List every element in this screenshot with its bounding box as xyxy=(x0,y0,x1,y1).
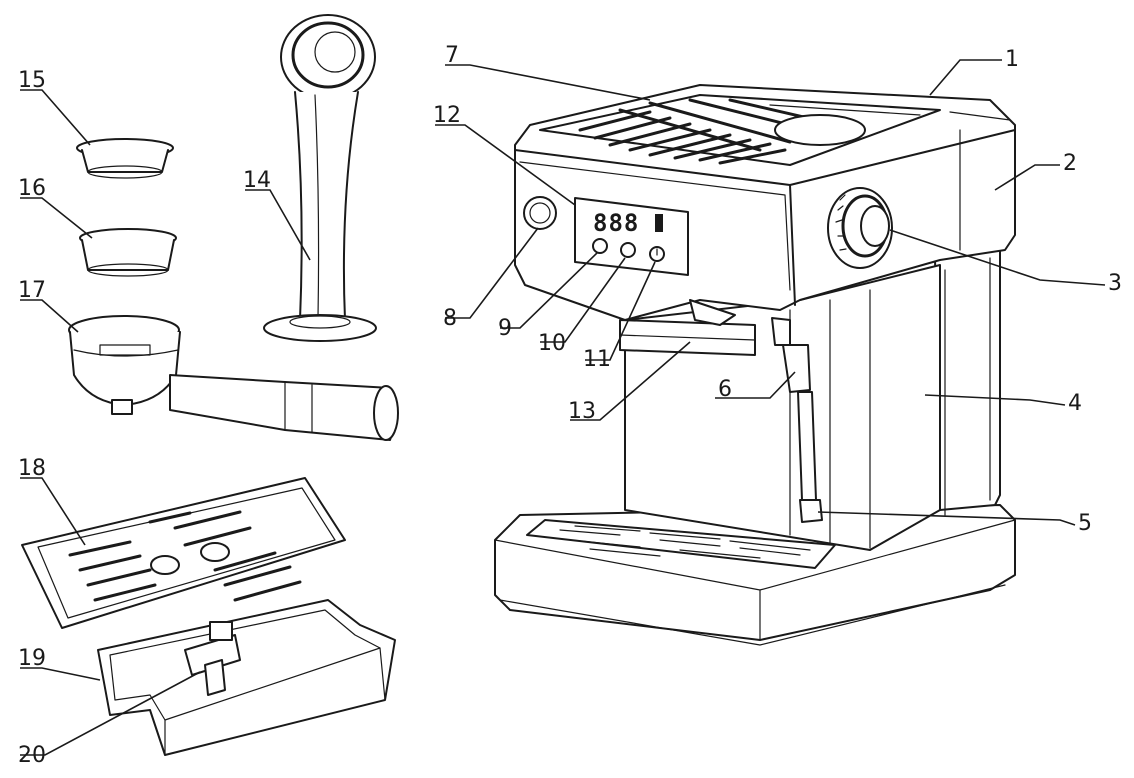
left-round-button xyxy=(523,196,557,230)
control-panel: 888 xyxy=(574,197,689,276)
callout-10: 10 xyxy=(538,331,566,356)
callout-16: 16 xyxy=(18,176,46,201)
lcd-indicator-icon xyxy=(655,214,663,232)
callout-13: 13 xyxy=(568,399,596,424)
callout-7: 7 xyxy=(445,43,459,68)
lcd-display: 888 xyxy=(593,209,639,237)
water-level-float xyxy=(184,621,241,696)
single-filter-basket xyxy=(76,138,174,179)
callout-9: 9 xyxy=(498,316,512,341)
callout-15: 15 xyxy=(18,68,46,93)
callout-19: 19 xyxy=(18,646,46,671)
portafilter xyxy=(68,315,399,441)
water-tank xyxy=(934,249,1001,516)
callout-8: 8 xyxy=(443,306,457,331)
callout-12: 12 xyxy=(433,103,461,128)
steam-dial-knob xyxy=(827,187,893,269)
callout-20: 20 xyxy=(18,743,46,768)
callout-14: 14 xyxy=(243,168,271,193)
callout-labels: 1 2 3 4 5 6 7 8 9 10 11 12 13 14 15 16 1… xyxy=(18,43,1122,768)
callout-17: 17 xyxy=(18,278,46,303)
cup-warmer-tray xyxy=(539,94,941,166)
drip-tray xyxy=(97,599,396,756)
button-9-icon xyxy=(592,238,608,254)
brew-group-head xyxy=(619,299,756,356)
espresso-machine: 888 xyxy=(494,84,1016,646)
callout-1: 1 xyxy=(1005,47,1019,72)
button-10-icon xyxy=(620,242,636,258)
callout-2: 2 xyxy=(1063,151,1077,176)
steam-wand xyxy=(771,317,823,523)
leader-lines xyxy=(20,59,1106,756)
callout-18: 18 xyxy=(18,456,46,481)
callout-4: 4 xyxy=(1068,391,1082,416)
callout-6: 6 xyxy=(718,377,732,402)
callout-11: 11 xyxy=(583,347,611,372)
coffee-tamper xyxy=(263,14,377,342)
callout-3: 3 xyxy=(1108,271,1122,296)
double-filter-basket xyxy=(79,228,177,277)
drip-tray-grate xyxy=(21,477,346,629)
callout-5: 5 xyxy=(1078,511,1092,536)
power-button-icon xyxy=(649,246,665,262)
drip-grate xyxy=(526,519,836,569)
